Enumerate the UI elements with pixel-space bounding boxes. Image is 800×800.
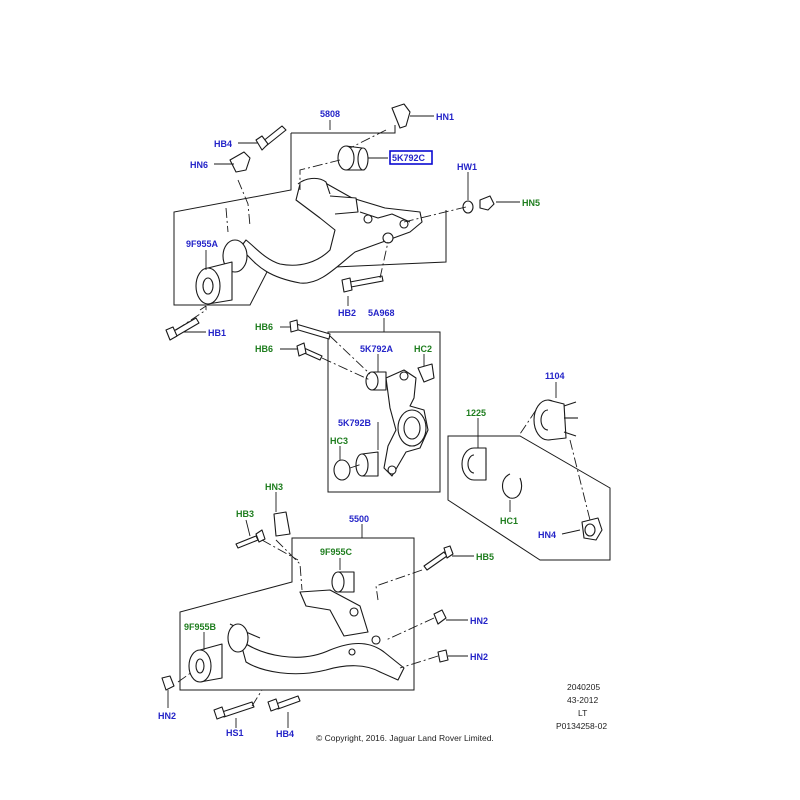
bolt-hb5[interactable] [423,545,454,571]
label-9f955a[interactable]: 9F955A [186,239,219,249]
lower-arm-bush-9f955b[interactable] [188,623,249,683]
label-5808[interactable]: 5808 [320,109,340,119]
circlip-hc3[interactable] [333,459,351,481]
lower-arm-bush-9f955c[interactable] [331,571,355,593]
upper-arm-bush-5k792c[interactable] [337,145,369,171]
label-hn4[interactable]: HN4 [538,530,556,540]
clip-hc2[interactable] [417,363,435,383]
nut-hn2-a[interactable] [433,609,447,625]
bearing-group-box [447,435,611,561]
copyright-text: © Copyright, 2016. Jaguar Land Rover Lim… [316,733,494,743]
bolt-hb4-bottom[interactable] [267,695,301,712]
label-hc1[interactable]: HC1 [500,516,518,526]
bearing-1225[interactable] [461,447,487,481]
hub-1104[interactable] [533,399,578,441]
highlight-box-5k792c [389,150,433,165]
label-hb1[interactable]: HB1 [208,328,226,338]
label-hs1[interactable]: HS1 [226,728,244,738]
label-9f955c[interactable]: 9F955C [320,547,353,557]
label-hn6[interactable]: HN6 [190,160,208,170]
label-hb6-a[interactable]: HB6 [255,322,273,332]
bolt-hs1[interactable] [213,701,255,720]
bolt-hb6-b[interactable] [296,342,323,361]
label-hn5-top[interactable]: HN5 [522,198,540,208]
bolt-hb1[interactable] [165,317,200,341]
label-5k792b[interactable]: 5K792B [338,418,372,428]
label-hb3[interactable]: HB3 [236,509,254,519]
label-5k792a[interactable]: 5K792A [360,344,394,354]
label-hc3[interactable]: HC3 [330,436,348,446]
label-hc2[interactable]: HC2 [414,344,432,354]
label-hb4-top[interactable]: HB4 [214,139,232,149]
label-hn1[interactable]: HN1 [436,112,454,122]
nut-hn5-top[interactable] [479,195,495,211]
ref-line-3: LT [578,708,587,718]
ref-line-2: 43-2012 [567,695,598,705]
label-hw1[interactable]: HW1 [457,162,477,172]
label-hb5[interactable]: HB5 [476,552,494,562]
nut-hn6[interactable] [229,151,251,173]
upper-arm-group-outline [291,125,396,134]
knuckle-bush-5k792a[interactable] [365,371,387,391]
knuckle-5a968[interactable] [383,369,429,477]
washer-hw1[interactable] [462,200,474,214]
label-hb2[interactable]: HB2 [338,308,356,318]
bolt-hb2[interactable] [341,275,384,293]
knuckle-group-box [327,331,441,493]
upper-control-arm[interactable] [239,177,423,284]
label-9f955b[interactable]: 9F955B [184,622,217,632]
label-hn2-c[interactable]: HN2 [158,711,176,721]
label-5a968[interactable]: 5A968 [368,308,395,318]
bolt-hb6-a[interactable] [289,319,331,340]
lower-arm-group-box [179,537,415,691]
nut-hn3[interactable] [273,511,291,537]
ref-line-4: P0134258-02 [556,721,607,731]
label-hb4-bottom[interactable]: HB4 [276,729,294,739]
label-1104[interactable]: 1104 [545,371,565,381]
upper-arm-bush-9f955a[interactable] [195,239,248,305]
label-hn2-b[interactable]: HN2 [470,652,488,662]
label-5500[interactable]: 5500 [349,514,369,524]
circlip-hc1[interactable] [501,473,523,499]
bolt-hb3[interactable] [235,529,266,549]
bolt-hb4-top[interactable] [255,125,287,151]
label-hn3[interactable]: HN3 [265,482,283,492]
nut-hn4[interactable] [581,517,603,541]
label-1225[interactable]: 1225 [466,408,486,418]
nut-hn2-c[interactable] [161,675,175,691]
label-hb6-b[interactable]: HB6 [255,344,273,354]
label-hn2-a[interactable]: HN2 [470,616,488,626]
label-5k792c[interactable]: 5K792C [392,153,426,163]
nut-hn2-b[interactable] [437,649,449,663]
leader-lines [167,115,581,728]
knuckle-bush-5k792b[interactable] [355,451,379,477]
ref-line-1: 2040205 [567,682,600,692]
clip-hn1[interactable] [391,103,411,129]
lower-control-arm-5500[interactable] [229,589,405,681]
